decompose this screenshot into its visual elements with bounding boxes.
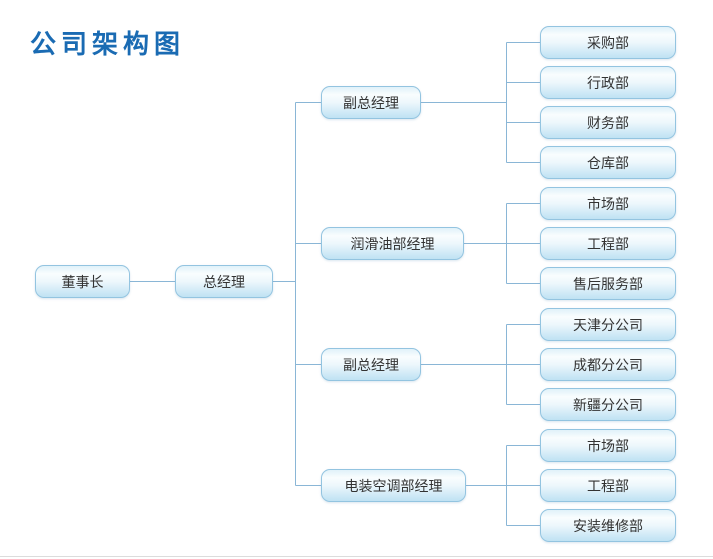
node-deputy-gm-2: 副总经理 — [321, 348, 421, 381]
node-warehouse-dept: 仓库部 — [540, 146, 676, 179]
node-after-sales-service-dept: 售后服务部 — [540, 267, 676, 300]
node-tianjin-branch: 天津分公司 — [540, 308, 676, 341]
node-finance-dept: 财务部 — [540, 106, 676, 139]
node-purchasing-dept: 采购部 — [540, 26, 676, 59]
node-xinjiang-branch: 新疆分公司 — [540, 388, 676, 421]
connector-group-2 — [464, 203, 540, 284]
connector-group-4 — [466, 445, 540, 526]
node-admin-dept: 行政部 — [540, 66, 676, 99]
connector-gm-to-managers — [273, 102, 321, 486]
bottom-divider — [0, 556, 713, 557]
node-denso-ac-dept-manager: 电装空调部经理 — [321, 469, 466, 502]
node-deputy-gm-1: 副总经理 — [321, 86, 421, 119]
node-lubricant-dept-manager: 润滑油部经理 — [321, 227, 464, 260]
node-marketing-dept-1: 市场部 — [540, 187, 676, 220]
page-title: 公司架构图 — [30, 30, 186, 60]
node-general-manager: 总经理 — [175, 265, 273, 298]
node-chairman: 董事长 — [35, 265, 130, 298]
node-engineering-dept-2: 工程部 — [540, 469, 676, 502]
node-installation-maintenance-dept: 安装维修部 — [540, 509, 676, 542]
node-marketing-dept-2: 市场部 — [540, 429, 676, 462]
connector-group-3 — [421, 324, 540, 405]
connector-group-1 — [421, 42, 540, 163]
node-chengdu-branch: 成都分公司 — [540, 348, 676, 381]
node-engineering-dept-1: 工程部 — [540, 227, 676, 260]
